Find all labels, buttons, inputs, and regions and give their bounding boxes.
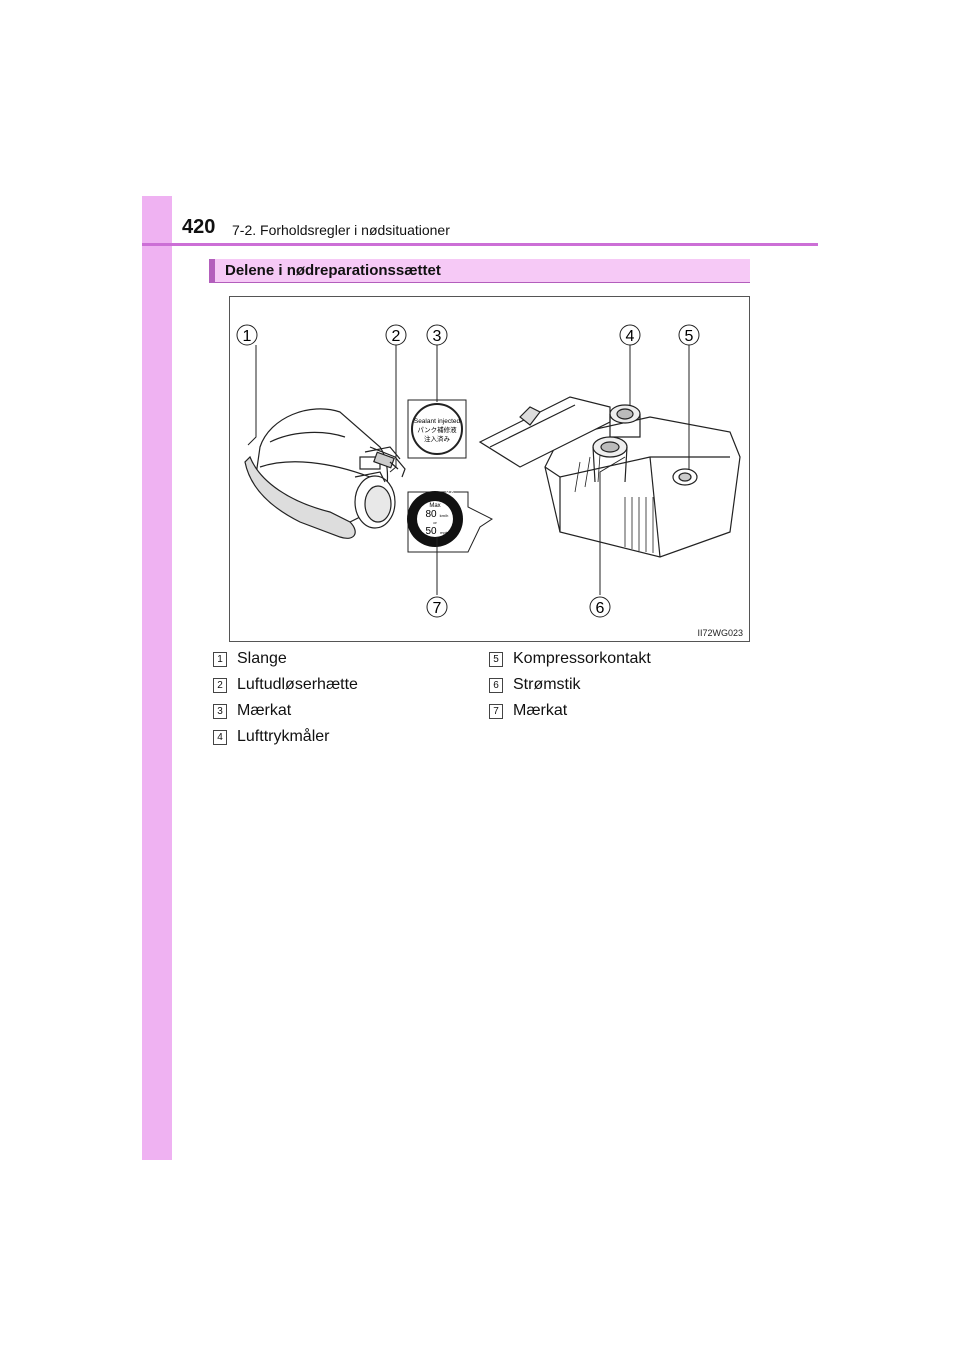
svg-text:1: 1	[243, 328, 252, 345]
callout-leaders	[247, 345, 690, 595]
sealant-label-line1: Sealant injected	[414, 418, 461, 425]
section-title-accent	[209, 259, 215, 283]
caution-label-max: Max	[429, 503, 440, 509]
callout-1: 1	[236, 324, 258, 346]
legend-label: Mærkat	[237, 702, 292, 719]
caution-label-speed1: 80	[425, 509, 437, 520]
callouts: 1 2 3 4 5 6 7	[236, 324, 700, 618]
callout-2: 2	[385, 324, 407, 346]
legend-number: 7	[489, 704, 503, 719]
legend-number: 1	[213, 652, 227, 667]
chapter-sidebar	[142, 196, 172, 1160]
section-title: Delene i nødreparationssættet	[225, 262, 441, 279]
legend-number: 6	[489, 678, 503, 693]
legend-number: 3	[213, 704, 227, 719]
callout-7: 7	[426, 596, 448, 618]
legend-label: Mærkat	[513, 702, 568, 719]
callout-5: 5	[678, 324, 700, 346]
callout-3: 3	[426, 324, 448, 346]
svg-text:7: 7	[433, 600, 442, 617]
caution-label-unit2: mph	[440, 530, 448, 535]
callout-6: 6	[589, 596, 611, 618]
legend-number: 2	[213, 678, 227, 693]
sealant-label-line3: 注入済み	[424, 434, 451, 443]
page-number: 420	[182, 216, 216, 238]
sealant-bottle-drawing	[244, 408, 406, 539]
figure-code: II72WG023	[697, 628, 743, 638]
caution-label-speed2: 50	[425, 526, 437, 537]
svg-text:2: 2	[392, 328, 401, 345]
svg-text:6: 6	[596, 600, 605, 617]
caution-label-unit1: km/h	[440, 513, 449, 518]
legend-label: Slange	[237, 650, 287, 667]
legend-label: Lufttrykmåler	[237, 728, 330, 745]
section-title-bar: Delene i nødreparationssættet	[209, 259, 750, 283]
running-head: 7-2. Forholdsregler i nødsituationer	[232, 222, 450, 238]
header-rule	[142, 243, 818, 246]
repair-kit-illustration: Sealant injected パンク補修液 注入済み CAUTION Max…	[236, 324, 741, 618]
compressor-drawing	[478, 396, 741, 558]
svg-text:3: 3	[433, 328, 442, 345]
sealant-label-drawing: Sealant injected パンク補修液 注入済み	[407, 399, 467, 459]
legend-label: Luftudløserhætte	[237, 676, 358, 693]
sealant-label-line2: パンク補修液	[417, 425, 457, 434]
svg-text:5: 5	[685, 328, 694, 345]
legend-label: Strømstik	[513, 676, 581, 693]
repair-kit-figure: Sealant injected パンク補修液 注入済み CAUTION Max…	[229, 296, 750, 642]
legend-label: Kompressorkontakt	[513, 650, 651, 667]
svg-text:4: 4	[626, 328, 635, 345]
legend-number: 4	[213, 730, 227, 745]
caution-label-drawing: CAUTION Max 80 km/h or 50 mph	[407, 483, 493, 553]
caution-label-or: or	[433, 520, 437, 525]
legend-number: 5	[489, 652, 503, 667]
callout-4: 4	[619, 324, 641, 346]
